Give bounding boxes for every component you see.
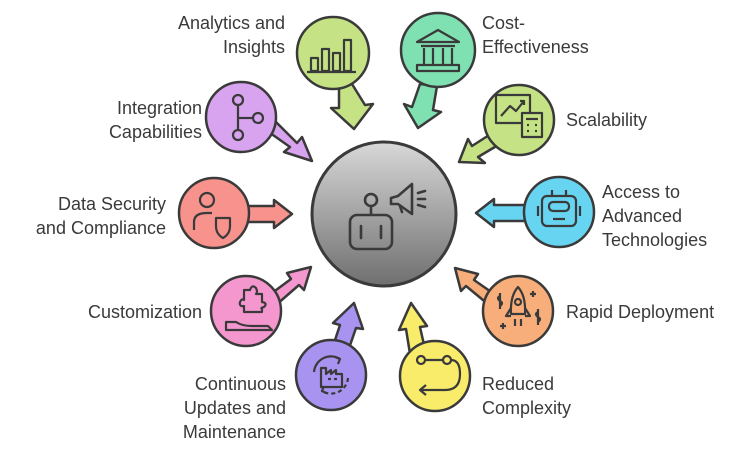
node-advanced xyxy=(474,175,596,249)
node-security xyxy=(177,176,294,250)
label-analytics: Analytics and Insights xyxy=(177,13,285,57)
puzzle-hand-icon xyxy=(224,285,274,332)
node-integration xyxy=(204,80,314,163)
node-analytics xyxy=(295,15,375,131)
cost-arrow xyxy=(402,82,443,130)
node-scalability xyxy=(457,83,556,165)
robot-megaphone-icon xyxy=(348,182,427,251)
label-advanced: Access to Advanced Technologies xyxy=(602,182,708,250)
node-customization xyxy=(209,265,313,348)
security-circle xyxy=(177,176,251,250)
rocket-dollar-icon xyxy=(496,285,542,329)
branch-icon xyxy=(231,93,265,142)
cycle-factory-icon xyxy=(312,355,350,395)
label-deployment: Rapid Deployment xyxy=(566,302,715,322)
node-deployment xyxy=(453,266,555,348)
label-complexity: Reduced Complexity xyxy=(482,374,572,418)
label-customization: Customization xyxy=(87,302,202,322)
node-cost xyxy=(399,11,477,130)
bar-chart-icon xyxy=(307,38,356,74)
robot-head-icon xyxy=(536,190,582,228)
bank-building-icon xyxy=(415,28,461,73)
label-cost: Cost- Effectiveness xyxy=(482,13,589,57)
simplified-path-icon xyxy=(415,354,462,396)
label-integration: Integration Capabilities xyxy=(108,98,202,142)
user-shield-icon xyxy=(192,191,232,240)
analytics-arrow xyxy=(329,82,375,131)
label-security: Data Security and Compliance xyxy=(35,194,166,238)
node-complexity xyxy=(397,301,472,413)
cost-circle xyxy=(399,11,477,89)
label-updates: Continuous Updates and Maintenance xyxy=(182,374,286,442)
central-hub xyxy=(310,140,458,288)
label-scalability: Scalability xyxy=(566,110,648,130)
node-updates xyxy=(294,301,368,412)
chart-calculator-icon xyxy=(494,93,544,139)
